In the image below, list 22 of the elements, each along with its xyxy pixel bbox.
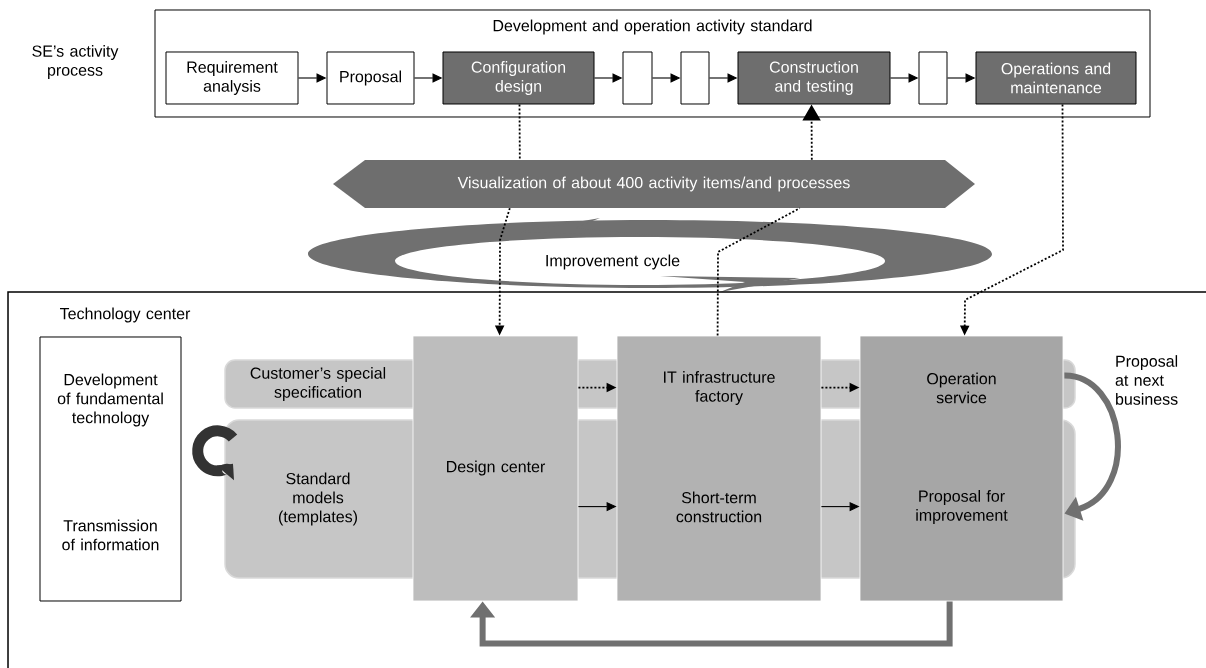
column-box: IT infrastructure factory Short-term construction [616,335,822,602]
hexagon-banner: Visualization of about 400 activity items/and processes [333,160,975,208]
cycle-label: Improvement cycle [546,254,680,270]
side-label: SE’s activity process [32,45,119,79]
arrow [470,601,953,647]
process-box [622,51,653,105]
column-box: Design center [412,335,579,602]
text-box: Development of fundamental technology Transmission of information [39,336,182,602]
process-box: Operations and maintenance [975,51,1137,105]
process-box [918,51,948,105]
process-box: Requirement analysis [165,51,299,105]
process-box [680,51,710,105]
dotted-line [716,207,801,337]
process-box: Configuration design [442,51,595,105]
column-box: Operation service Proposal for improvement [859,335,1064,602]
side-label: Proposal at next business [1115,355,1178,405]
process-box: Construction and testing [737,51,891,105]
band-label: Customer’s special specification [250,367,386,401]
band-label: Standard models (templates) [279,472,357,526]
process-box: Proposal [326,51,415,105]
dotted-line [518,103,521,161]
arrow [1063,372,1121,521]
